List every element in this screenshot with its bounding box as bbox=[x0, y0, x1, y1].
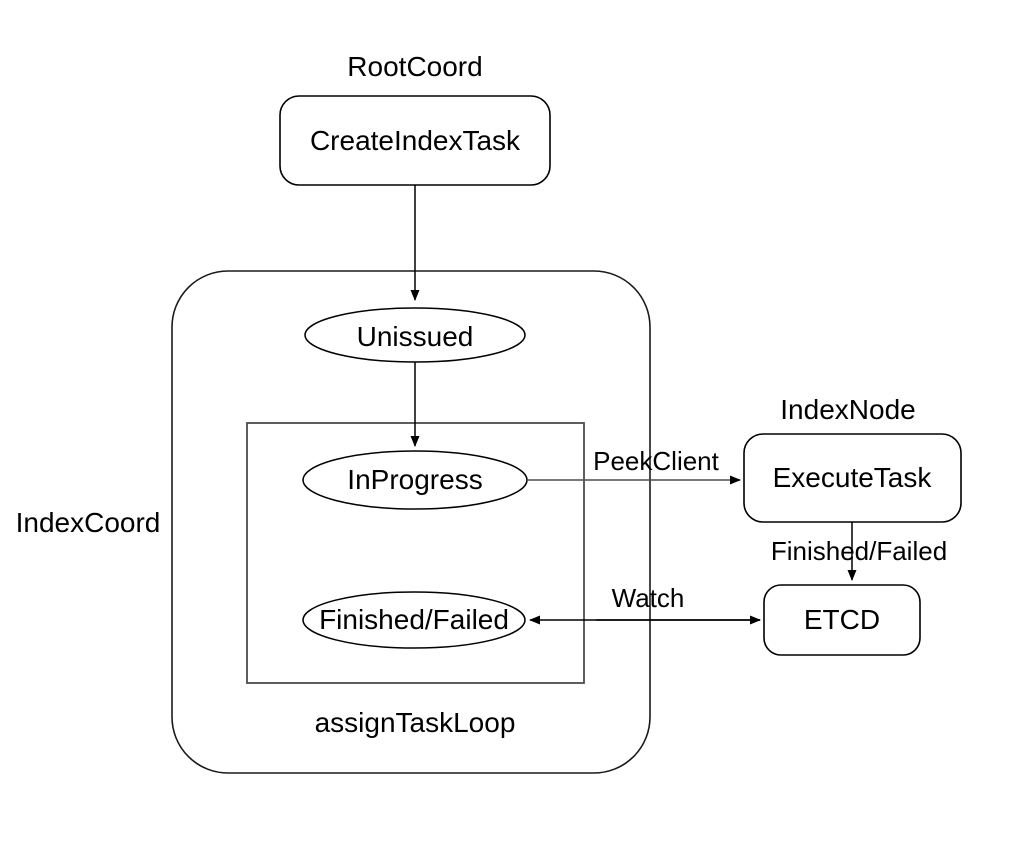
node-finished-failed-shape[interactable] bbox=[302, 591, 526, 649]
group-label-assigntaskloop: assignTaskLoop bbox=[314, 707, 516, 738]
group-label-indexcoord: IndexCoord bbox=[15, 507, 161, 538]
node-etcd-shape[interactable] bbox=[763, 584, 921, 656]
group-label-rootcoord: RootCoord bbox=[347, 51, 483, 82]
edge-label-peekclient: PeekClient bbox=[593, 446, 719, 476]
node-label-in-progress[interactable]: InProgress bbox=[347, 464, 483, 495]
edge-label-finished-failed: Finished/Failed bbox=[770, 536, 948, 566]
edge-label-watch: Watch bbox=[611, 583, 685, 613]
node-label-finished-failed-state[interactable]: Finished/Failed bbox=[319, 604, 509, 635]
node-label-create-index-task[interactable]: CreateIndexTask bbox=[309, 125, 521, 156]
node-label-execute-task[interactable]: ExecuteTask bbox=[772, 462, 932, 493]
group-label-indexnode: IndexNode bbox=[780, 394, 916, 425]
node-label-unissued[interactable]: Unissued bbox=[356, 321, 474, 352]
group-indexcoord-boundary bbox=[171, 270, 651, 774]
node-label-etcd[interactable]: ETCD bbox=[803, 604, 881, 635]
